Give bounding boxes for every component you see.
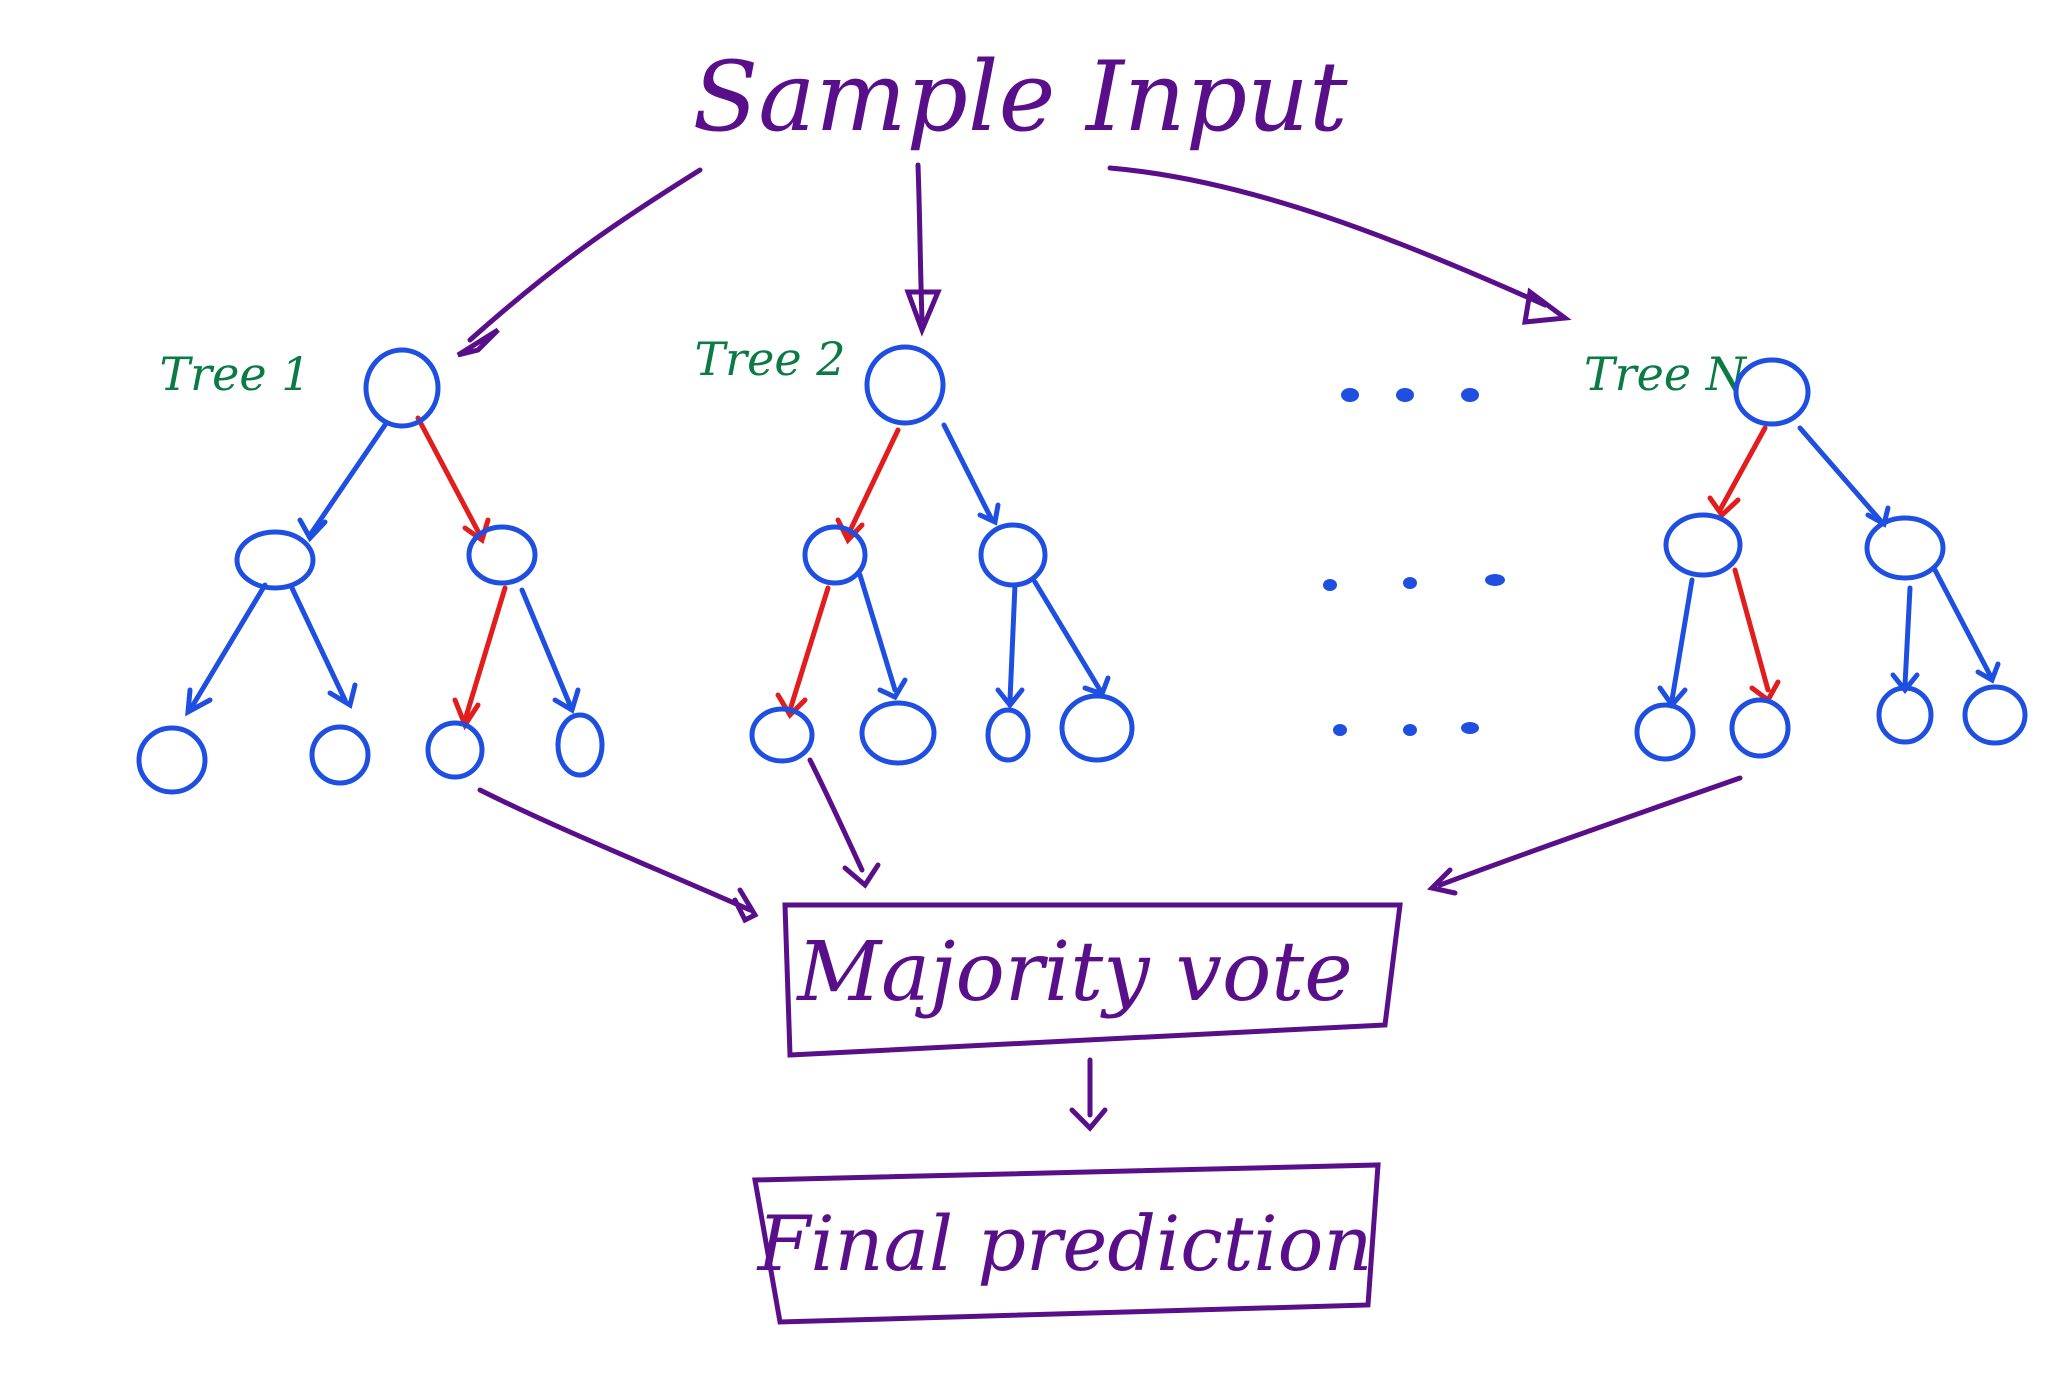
arrowhead-tree-n: [1521, 287, 1572, 325]
edge: [1902, 585, 1913, 688]
arrowhead: [185, 687, 213, 717]
arrow-from-tree-2: [807, 757, 865, 873]
output-arrow: [1069, 1057, 1108, 1132]
dot: [1341, 388, 1359, 402]
arrowhead-tree-1: [456, 327, 500, 358]
edge: [187, 582, 268, 713]
arrowhead: [842, 862, 881, 889]
arrowhead: [977, 502, 1001, 526]
dot: [1396, 388, 1414, 402]
arrowhead: [877, 677, 908, 701]
edge-highlight: [415, 415, 483, 538]
arrowhead-tree-2: [904, 289, 942, 337]
tree-2-label: Tree 2: [694, 332, 845, 386]
dot: [1461, 388, 1479, 402]
edge: [519, 587, 573, 708]
majority-vote-box: [782, 902, 1403, 1058]
box-border: [782, 902, 1403, 1058]
tree-node: [1962, 684, 2028, 746]
tree-node: [1059, 693, 1135, 763]
tree-node: [136, 725, 208, 795]
edge-highlight: [462, 585, 508, 723]
edge: [1007, 582, 1018, 703]
dot: [1403, 577, 1417, 589]
arrowhead: [775, 692, 808, 720]
tree-1: [136, 347, 605, 795]
tree-node: [466, 524, 538, 586]
final-prediction-box: [752, 1162, 1381, 1325]
tree-1-label: Tree 1: [159, 347, 310, 401]
tree-node: [859, 700, 937, 766]
tree-node: [425, 720, 485, 780]
edge: [857, 572, 898, 693]
arrowhead: [327, 682, 358, 709]
arrowhead: [1069, 1107, 1108, 1132]
arrowhead: [995, 687, 1025, 710]
dot: [1323, 579, 1337, 591]
arrow-to-tree-1: [467, 167, 703, 343]
tree-node: [802, 524, 868, 586]
tree-n-label: Tree N: [1584, 347, 1748, 401]
arrow-from-tree-n: [1437, 775, 1743, 888]
tree-node: [864, 344, 946, 426]
dot: [1333, 724, 1347, 736]
edge-highlight: [845, 427, 901, 538]
arrowhead: [552, 687, 581, 714]
tree-node: [1663, 512, 1743, 578]
tree-node: [309, 724, 371, 786]
tree-node: [234, 529, 316, 591]
tree-n: [1634, 357, 2028, 762]
tree-node: [363, 347, 441, 429]
arrow-to-tree-n: [1107, 165, 1548, 308]
arrowhead: [1975, 661, 2001, 684]
tree-node: [1634, 702, 1696, 762]
majority-vote-label: Majority vote: [795, 925, 1353, 1020]
tree-2: [749, 344, 1135, 766]
dot: [1403, 724, 1417, 736]
aggregation-arrows: [477, 757, 1743, 924]
edge: [941, 422, 995, 523]
tree-node: [1733, 357, 1811, 427]
tree-node: [749, 706, 815, 764]
edge-highlight: [787, 585, 831, 713]
final-prediction-label: Final prediction: [756, 1199, 1373, 1288]
dot: [1461, 722, 1479, 734]
title: Sample Input: [692, 41, 1348, 153]
ellipsis-dots: [1323, 388, 1505, 736]
box-border: [752, 1162, 1381, 1325]
arrowhead: [1707, 495, 1741, 519]
dot: [1485, 574, 1505, 586]
edge-highlight: [1732, 567, 1771, 693]
edge: [307, 422, 388, 538]
edge: [1032, 579, 1103, 693]
edge: [1669, 577, 1695, 703]
arrowhead: [462, 517, 491, 545]
tree-node: [1729, 697, 1791, 759]
tree-node: [1876, 685, 1934, 745]
tree-node: [1864, 515, 1946, 581]
arrowhead: [1426, 867, 1458, 896]
arrow-to-tree-2: [915, 162, 925, 323]
arrowhead: [732, 887, 759, 924]
edge: [1797, 425, 1883, 523]
edge: [289, 585, 348, 703]
tree-node: [985, 707, 1031, 763]
input-arrows: [456, 162, 1572, 358]
tree-node: [555, 712, 605, 778]
arrow-from-tree-1: [477, 787, 753, 913]
edge-highlight: [1717, 425, 1768, 513]
edge: [1932, 567, 1993, 678]
tree-node: [978, 522, 1048, 588]
arrowhead: [297, 517, 328, 543]
